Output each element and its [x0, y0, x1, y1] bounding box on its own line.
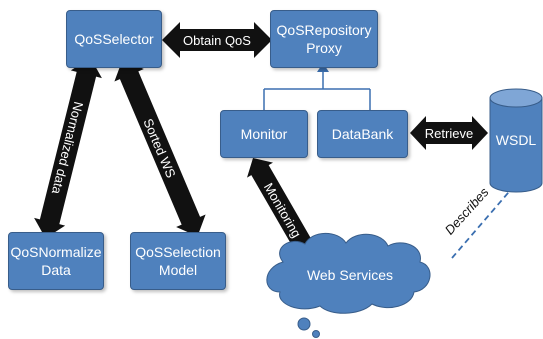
qos-repository-proxy-label: QoSRepository Proxy — [276, 22, 372, 56]
qos-selector-node: QoSSelector — [66, 10, 162, 68]
monitor-label: Monitor — [240, 126, 288, 142]
proxy-connector — [263, 68, 371, 110]
retrieve-label: Retrieve — [425, 126, 473, 141]
qos-selection-model-label: QoSSelection Model — [135, 244, 221, 278]
normalized-data-arrow: Normalized data — [34, 57, 102, 239]
databank-label: DataBank — [331, 126, 394, 142]
retrieve-arrow: Retrieve — [410, 116, 488, 150]
web-services-cloud: Web Services — [266, 232, 431, 338]
databank-node: DataBank — [317, 110, 408, 158]
wsdl-label: WSDL — [496, 132, 537, 148]
monitor-node: Monitor — [220, 110, 308, 158]
qos-repository-proxy-node: QoSRepository Proxy — [270, 10, 378, 68]
qos-normalize-data-node: QoSNormalize Data — [8, 232, 104, 290]
wsdl-database-icon: WSDL — [489, 88, 543, 193]
describes-label: Describes — [442, 184, 492, 237]
qos-selection-model-node: QoSSelection Model — [130, 232, 226, 290]
qos-selector-label: QoSSelector — [74, 31, 154, 47]
qos-normalize-data-label: QoSNormalize Data — [10, 244, 102, 278]
describes-dashed-line — [451, 185, 515, 259]
web-services-label: Web Services — [307, 267, 393, 283]
obtain-qos-label: Obtain QoS — [183, 33, 251, 48]
sorted-ws-arrow: Sorted WS — [114, 59, 206, 237]
monitoring-label: Monitoring — [261, 180, 304, 240]
obtain-qos-arrow: Obtain QoS — [162, 22, 272, 58]
